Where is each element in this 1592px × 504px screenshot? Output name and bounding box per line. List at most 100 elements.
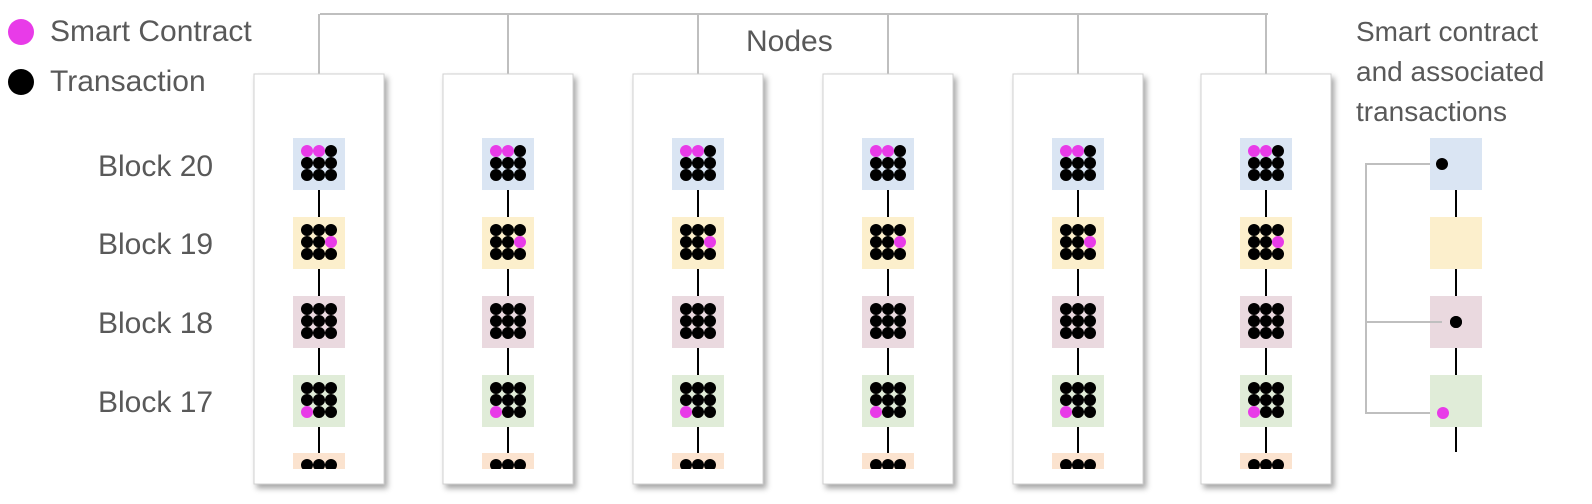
transaction-dot (1060, 224, 1072, 236)
transaction-dot (894, 406, 906, 418)
transaction-dot (704, 406, 716, 418)
transaction-dot (704, 315, 716, 327)
transaction-dot (680, 157, 692, 169)
transaction-dot (1272, 303, 1284, 315)
transaction-dot (313, 236, 325, 248)
transaction-dot (1272, 157, 1284, 169)
transaction-dot (490, 382, 502, 394)
transaction-dot (894, 394, 906, 406)
smart-contract-dot (313, 145, 325, 157)
side-block (1430, 375, 1482, 427)
transaction-dot (1072, 169, 1084, 181)
transaction-dot (301, 327, 313, 339)
smart-contract-dot (680, 145, 692, 157)
block-label: Block 19 (98, 228, 214, 261)
transaction-dot (882, 459, 894, 471)
transaction-dot (882, 394, 894, 406)
transaction-dot (1084, 169, 1096, 181)
smart-contract-dot (1248, 406, 1260, 418)
transaction-dot (1060, 459, 1072, 471)
smart-contract-dot (1260, 145, 1272, 157)
smart-contract-dot (870, 406, 882, 418)
transaction-dot (692, 406, 704, 418)
transaction-dot (870, 248, 882, 260)
transaction-dot (870, 459, 882, 471)
transaction-dot (1084, 459, 1096, 471)
transaction-dot (1084, 382, 1096, 394)
transaction-dot (692, 236, 704, 248)
transaction-dot (325, 394, 337, 406)
transaction-dot (870, 327, 882, 339)
transaction-dot (490, 394, 502, 406)
transaction-dot (692, 315, 704, 327)
transaction-dot (680, 236, 692, 248)
transaction-dot (1272, 394, 1284, 406)
transaction-dot (514, 315, 526, 327)
transaction-dot (325, 157, 337, 169)
transaction-dot (502, 157, 514, 169)
side-title: Smart contract and associated transactio… (1356, 12, 1544, 132)
transaction-dot (894, 224, 906, 236)
transaction-dot (894, 382, 906, 394)
transaction-dot (894, 145, 906, 157)
transaction-dot (882, 303, 894, 315)
transaction-dot (1272, 169, 1284, 181)
transaction-dot (325, 224, 337, 236)
transaction-dot (490, 157, 502, 169)
transaction-dot (1084, 248, 1096, 260)
transaction-dot (1450, 316, 1462, 328)
transaction-dot (1060, 236, 1072, 248)
transaction-dot (502, 248, 514, 260)
transaction-dot (313, 327, 325, 339)
transaction-dot (882, 248, 894, 260)
smart-contract-dot (680, 406, 692, 418)
transaction-dot (1260, 303, 1272, 315)
transaction-dot (301, 315, 313, 327)
transaction-dot (704, 303, 716, 315)
panel-clip (634, 469, 762, 483)
transaction-dot (313, 248, 325, 260)
panel-clip (1202, 469, 1330, 483)
transaction-dot (692, 394, 704, 406)
side-title-line: transactions (1356, 96, 1507, 127)
transaction-dot (1260, 406, 1272, 418)
transaction-dot (1072, 382, 1084, 394)
transaction-dot (1248, 157, 1260, 169)
transaction-dot (680, 248, 692, 260)
transaction-dot (1248, 236, 1260, 248)
transaction-dot (1260, 236, 1272, 248)
transaction-dot (692, 248, 704, 260)
transaction-dot (490, 327, 502, 339)
transaction-dot (1060, 169, 1072, 181)
transaction-dot (1072, 248, 1084, 260)
transaction-dot (313, 406, 325, 418)
smart-contract-dot (1060, 145, 1072, 157)
transaction-dot (1072, 303, 1084, 315)
transaction-dot (870, 303, 882, 315)
transaction-dot (1084, 315, 1096, 327)
transaction-dot (490, 224, 502, 236)
legend-item-smart-contract: Smart Contract (8, 14, 252, 50)
transaction-dot (1084, 224, 1096, 236)
transaction-dot (1272, 315, 1284, 327)
transaction-dot (894, 315, 906, 327)
transaction-dot (1248, 169, 1260, 181)
transaction-dot (870, 382, 882, 394)
transaction-dot (1272, 459, 1284, 471)
transaction-dot (680, 224, 692, 236)
transaction-dot (514, 169, 526, 181)
transaction-dot (502, 315, 514, 327)
side-block (1430, 217, 1482, 269)
transaction-dot (882, 236, 894, 248)
legend-label: Smart Contract (50, 15, 252, 48)
transaction-dot (301, 303, 313, 315)
transaction-dot (882, 169, 894, 181)
transaction-dot (882, 315, 894, 327)
transaction-dot (301, 382, 313, 394)
transaction-dot (870, 236, 882, 248)
transaction-dot (313, 394, 325, 406)
transaction-dot (894, 248, 906, 260)
transaction-dot (704, 169, 716, 181)
transaction-dot (1248, 459, 1260, 471)
transaction-dot (692, 382, 704, 394)
